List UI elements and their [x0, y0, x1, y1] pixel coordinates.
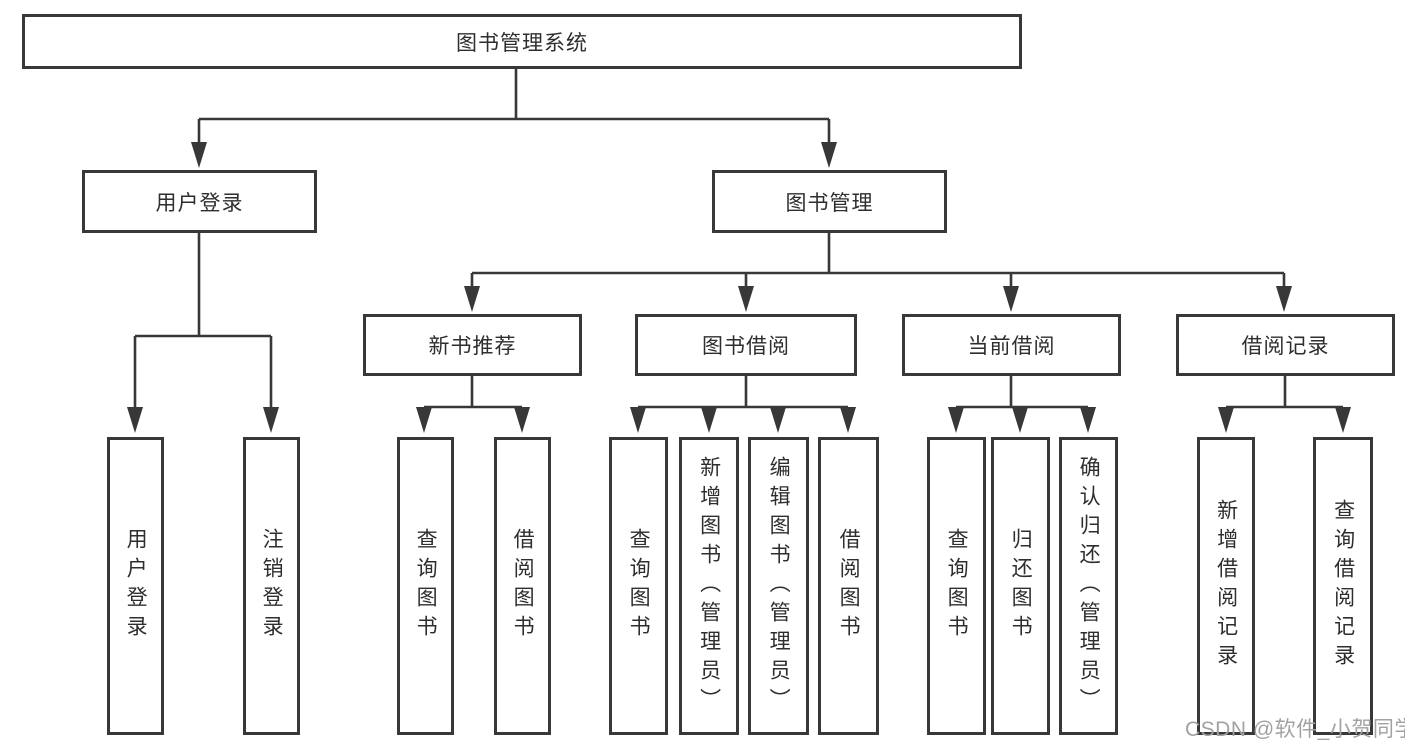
leaf-label: 借阅图书	[511, 528, 535, 644]
node-current-borrowing: 当前借阅	[902, 314, 1121, 376]
leaf-label: 新增图书（管理员）	[697, 455, 721, 717]
node-book-borrowing: 图书借阅	[635, 314, 857, 376]
leaf-label: 查询借阅记录	[1331, 499, 1355, 673]
leaf-label: 借阅图书	[837, 528, 861, 644]
node-user-login: 用户登录	[82, 170, 317, 233]
node-borrowing-records: 借阅记录	[1176, 314, 1395, 376]
leaf-query-books-current: 查询图书	[927, 437, 986, 735]
leaf-label: 查询图书	[627, 528, 651, 644]
node-book-management: 图书管理	[712, 170, 947, 233]
leaf-query-borrow-record: 查询借阅记录	[1313, 437, 1373, 735]
leaf-label: 查询图书	[414, 528, 438, 644]
leaf-logout: 注销登录	[243, 437, 300, 735]
leaf-label: 新增借阅记录	[1214, 499, 1238, 673]
leaf-add-borrow-record: 新增借阅记录	[1197, 437, 1255, 735]
leaf-label: 确认归还（管理员）	[1077, 455, 1101, 717]
watermark: CSDN @软件_小贺同学	[1185, 718, 1405, 741]
leaf-borrow-books-recommend: 借阅图书	[494, 437, 551, 735]
node-new-book-recommend: 新书推荐	[363, 314, 582, 376]
leaf-label: 编辑图书（管理员）	[767, 455, 791, 717]
leaf-add-book-admin: 新增图书（管理员）	[679, 437, 739, 735]
leaf-return-book: 归还图书	[991, 437, 1050, 735]
arrowheads	[127, 142, 1351, 433]
leaf-label: 归还图书	[1009, 528, 1033, 644]
leaf-confirm-return-admin: 确认归还（管理员）	[1059, 437, 1118, 735]
node-library-management-system: 图书管理系统	[22, 14, 1022, 69]
leaf-edit-book-admin: 编辑图书（管理员）	[748, 437, 809, 735]
leaf-user-login: 用户登录	[107, 437, 164, 735]
leaf-label: 用户登录	[124, 528, 148, 644]
leaf-query-books-recommend: 查询图书	[397, 437, 454, 735]
leaf-query-books-borrowing: 查询图书	[609, 437, 668, 735]
leaf-label: 注销登录	[260, 528, 284, 644]
leaf-borrow-books-borrowing: 借阅图书	[818, 437, 879, 735]
leaf-label: 查询图书	[945, 528, 969, 644]
